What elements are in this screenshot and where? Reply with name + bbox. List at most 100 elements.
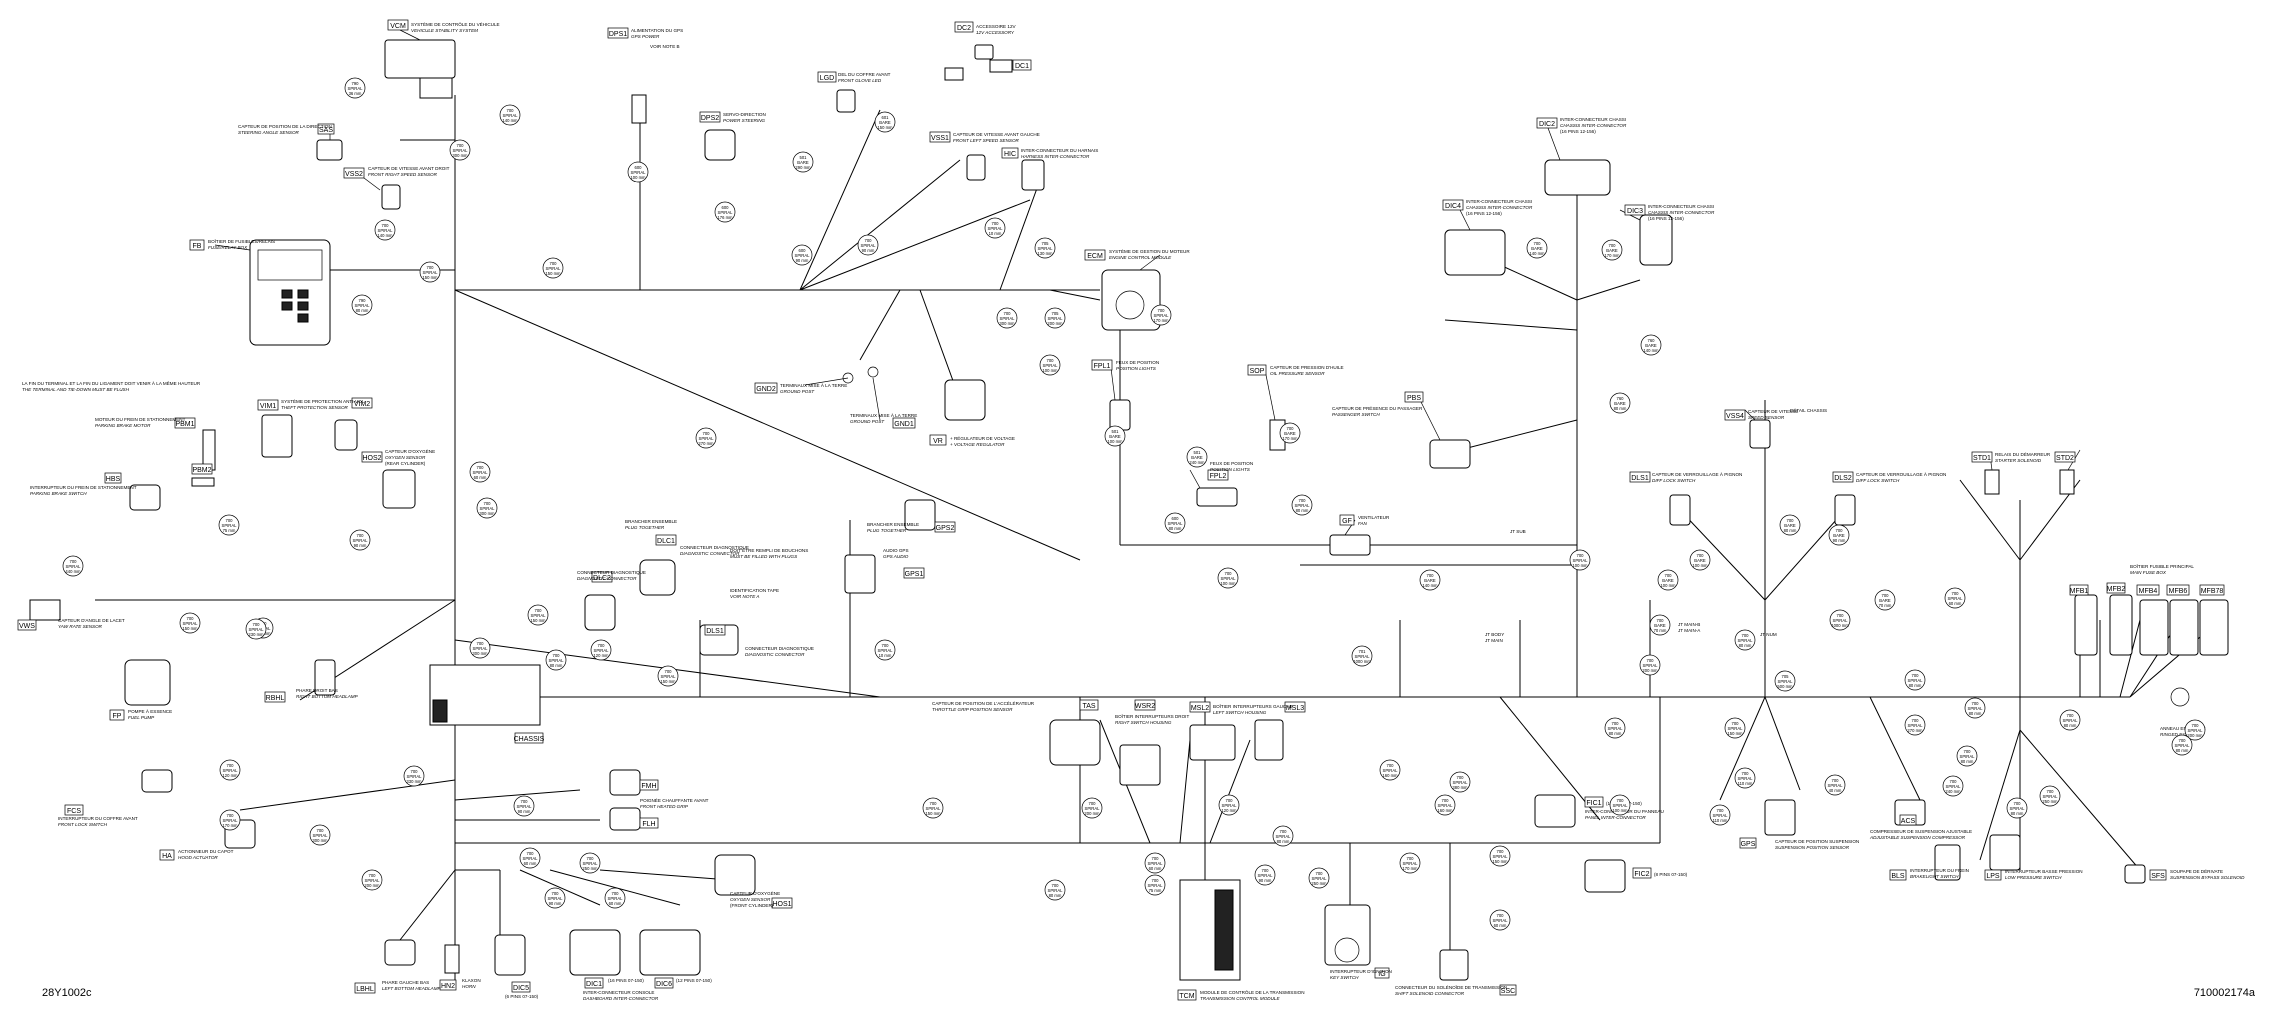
label-gf-en: FAN bbox=[1358, 521, 1368, 526]
component-labels: SYSTÈME DE CONTRÔLE DU VÉHICULE VEHICULE… bbox=[22, 21, 2245, 1001]
bubble-text: SPIRAL bbox=[1908, 678, 1924, 683]
bubble-text: 1000 mm bbox=[1353, 659, 1371, 664]
bubble-text: 230 mm bbox=[248, 632, 264, 637]
bubble-text: 700 bbox=[477, 641, 485, 646]
label-sop-en: OIL PRESSURE SENSOR bbox=[1270, 371, 1325, 376]
label-vcm-en: VEHICULE STABILITY SYSTEM bbox=[411, 28, 478, 33]
bubble-text: 700 bbox=[665, 669, 673, 674]
bubble-text: SPIRAL bbox=[1738, 638, 1754, 643]
label-ecm-en: ENGINE CONTROL MODULE bbox=[1109, 255, 1172, 260]
label-gps2-fr: BRANCHER ENSEMBLE bbox=[867, 522, 919, 527]
bubble-circle bbox=[351, 294, 373, 316]
bubble-circle bbox=[874, 111, 896, 133]
code-lgd: LGD bbox=[820, 75, 834, 82]
bubble-text: 240 mm bbox=[1945, 789, 1961, 794]
bubble-text: SPIRAL bbox=[1000, 316, 1016, 321]
bubble-text: 700 bbox=[1836, 528, 1844, 533]
bubble-text: SPIRAL bbox=[1946, 784, 1962, 789]
label-hos2-en: OXYGEN SENSOR bbox=[385, 455, 426, 460]
bubble-text: 100 mm bbox=[1612, 808, 1628, 813]
bubble-circle bbox=[1419, 569, 1441, 591]
bubble-text: SPIRAL bbox=[353, 538, 369, 543]
bubble-text: 700 bbox=[369, 873, 377, 878]
bubble-text: SPIRAL bbox=[473, 470, 489, 475]
bubble-text: 70 mm bbox=[1654, 628, 1667, 633]
bubble-text: 700 bbox=[1004, 311, 1012, 316]
bubble-text: 705 bbox=[1052, 311, 1060, 316]
bubble-text: 150 mm bbox=[877, 125, 893, 130]
bubble-text: 700 bbox=[2014, 801, 2022, 806]
bubble-text: SPIRAL bbox=[795, 253, 811, 258]
code-mfb1: MFB1 bbox=[2070, 588, 2089, 595]
label-dlc1-en: DIAGNOSTIC CONNECTOR bbox=[680, 551, 740, 556]
bubble-text: 200 mm bbox=[1047, 321, 1063, 326]
bubble-text: 100 mm bbox=[1572, 563, 1588, 568]
label-gps1-en: GPS AUDIO bbox=[883, 554, 909, 559]
bubble-circle bbox=[476, 497, 498, 519]
code-vss1: VSS1 bbox=[931, 135, 949, 142]
bubble-text: 80 mm bbox=[1614, 406, 1627, 411]
code-hos1: HOS1 bbox=[772, 901, 791, 908]
bubble-text: 600 bbox=[799, 248, 807, 253]
bubble-text: 1000 mm bbox=[1831, 623, 1849, 628]
bubble-circle bbox=[1434, 794, 1456, 816]
bubble-text: 60 mm bbox=[609, 901, 622, 906]
label-vss4-note: DÉTAIL CHASSIS bbox=[1790, 407, 1827, 413]
bubble-circle bbox=[1734, 767, 1756, 789]
code-vcm: VCM bbox=[390, 23, 406, 30]
code-dic4: DIC4 bbox=[1445, 203, 1461, 210]
label-dic6-pin: (12 PINS 07-150) bbox=[676, 978, 712, 983]
bubble-text: 60 mm bbox=[524, 861, 537, 866]
bubble-text: 700 bbox=[317, 828, 325, 833]
bubble-text: 100 mm bbox=[1042, 368, 1058, 373]
label-note-tape-fr: IDENTIFICATION TAPE bbox=[730, 588, 779, 593]
code-chassis: CHASSIS bbox=[514, 736, 545, 743]
label-hos2-sub: (REAR CYLINDER) bbox=[385, 461, 426, 466]
label-dls1-en: DIFF LOCK SWITCH bbox=[1652, 478, 1696, 483]
bubble-text: 150 mm bbox=[1492, 859, 1508, 864]
bubble-circle bbox=[695, 427, 717, 449]
bubble-circle bbox=[1218, 794, 1240, 816]
bubble-text: SPIRAL bbox=[1833, 618, 1849, 623]
label-jbody: JT BODY bbox=[1485, 632, 1504, 637]
bubble-text: 700 bbox=[2047, 789, 2055, 794]
bubble-text: 80 mm bbox=[356, 308, 369, 313]
label-dic4-pin: (16 PINS 12-156) bbox=[1466, 211, 1502, 216]
label-ig-fr: INTERRUPTEUR D'IGNITION bbox=[1330, 969, 1392, 974]
bubble-text: SPIRAL bbox=[1778, 679, 1794, 684]
bubble-text: 705 bbox=[1782, 674, 1790, 679]
bubble-text: 380 mm bbox=[1452, 785, 1468, 790]
footer-right-code: 710002174a bbox=[2194, 987, 2256, 999]
label-dls1-fr: CAPTEUR DE VERROUILLAGE À PIGNON bbox=[1652, 471, 1742, 477]
label-rbhl-fr: PHARE DROIT BAS bbox=[296, 688, 338, 693]
bubble-circle bbox=[245, 618, 267, 640]
bubble-text: SPIRAL bbox=[66, 564, 82, 569]
code-hbs: HBS bbox=[106, 476, 121, 483]
label-hbs-en: PARKING BRAKE SWITCH bbox=[30, 491, 87, 496]
bubble-circle bbox=[1824, 774, 1846, 796]
bubble-text: SPIRAL bbox=[699, 436, 715, 441]
bubble-text: 700 bbox=[550, 261, 558, 266]
bubble-text: 290 mm bbox=[795, 165, 811, 170]
label-vss4-fr: CAPTEUR DE VITESSE bbox=[1748, 409, 1798, 414]
label-lgd-fr: DEL DU COFFRE AVANT bbox=[838, 72, 891, 77]
bubble-text: SPIRAL bbox=[531, 613, 547, 618]
bubble-text: 701 bbox=[1359, 649, 1367, 654]
bubble-text: SPIRAL bbox=[1438, 803, 1454, 808]
bubble-text: SPIRAL bbox=[608, 896, 624, 901]
bubble-circle bbox=[1279, 422, 1301, 444]
bubble-circle bbox=[545, 649, 567, 671]
bubble-text: 150 mm bbox=[422, 275, 438, 280]
bubble-text: 700 bbox=[1742, 771, 1750, 776]
bubble-text: 760 bbox=[1617, 396, 1625, 401]
